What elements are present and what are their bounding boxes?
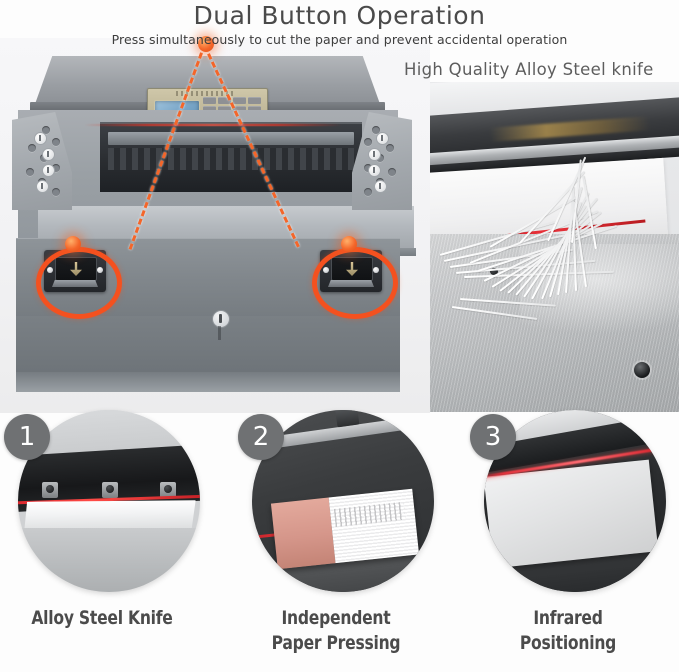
cutting-channel [100,122,362,192]
control-panel-label [176,91,236,96]
blade-bolt [102,482,118,498]
feature-badge-1: 1 [4,414,50,460]
table-surface-card1 [18,528,200,592]
keypad-key[interactable] [203,105,217,114]
feature-caption-2: Independent Paper Pressing [271,607,401,654]
feature-caption-3: Infrared Positioning [519,607,617,654]
guard-dial [42,164,55,177]
page-title: Dual Button Operation [193,1,486,30]
blade-bolt [160,482,176,498]
callout-dot-left [65,236,81,252]
keypad-key[interactable] [247,97,261,105]
knife-section-heading: High Quality Alloy Steel knife [404,60,654,79]
highlight-ring-right [312,247,398,319]
clamp-bar [108,132,354,145]
key-lock-shadow [218,326,221,340]
feature-caption-1: Alloy Steel Knife [31,607,173,629]
laser-line-machine [84,124,342,126]
keypad-key[interactable] [217,97,232,105]
alloy-knife-photo [430,82,679,412]
feature-card-1: 1 Alloy Steel Knife [4,410,200,629]
page-subtitle: Press simultaneously to cut the paper an… [111,32,568,47]
press-foot [334,410,360,428]
guard-dial [42,148,55,161]
guard-dial [368,148,381,161]
keypad-key[interactable] [217,105,232,114]
table-bolt [634,362,650,378]
paper-stack-pink [270,497,336,570]
paper-stack-card3 [484,459,659,569]
keypad-key[interactable] [232,97,247,105]
guard-dial [376,132,389,145]
clamp-teeth [108,148,354,170]
guard-dial [34,132,47,145]
highlight-ring-left [36,247,122,319]
blade-bolt [42,482,58,498]
front-panel-lower [16,316,400,372]
machine-base [16,372,400,392]
guard-dial [368,164,381,177]
guard-holes-right [352,112,412,210]
guard-dial [374,180,387,193]
callout-dot-origin [198,36,214,52]
feature-card-3: 3 Infrared Positioning [470,410,666,654]
keypad-key[interactable] [247,105,261,114]
key-lock-icon[interactable] [212,310,230,328]
keypad-key[interactable] [232,105,247,114]
callout-dot-right [341,236,357,252]
feature-badge-2: 2 [238,414,284,460]
guard-holes-left [12,112,72,210]
table-pin [490,268,498,275]
guard-dial [36,180,49,193]
machine-photo [0,38,430,413]
feature-badge-3: 3 [470,414,516,460]
headline-block: Dual Button Operation Press simultaneous… [0,0,679,48]
keypad-key[interactable] [203,97,217,105]
feature-cards: 1 Alloy Steel Knife 2 Independent Paper … [0,406,679,672]
feature-card-2: 2 Independent Paper Pressing [238,410,434,654]
